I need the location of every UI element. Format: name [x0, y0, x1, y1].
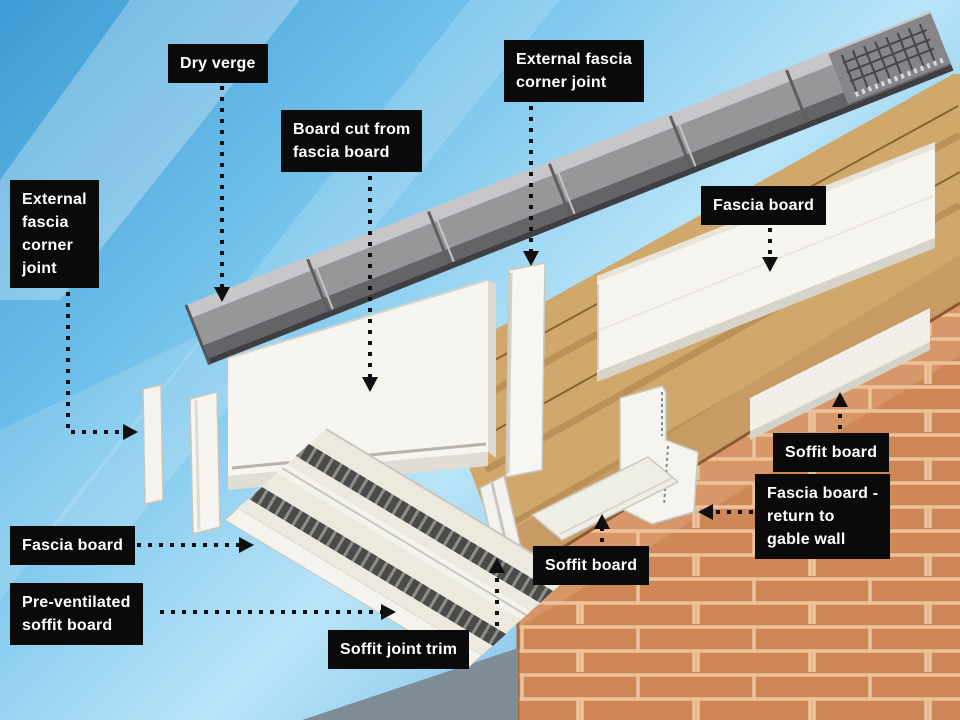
- label-external-fascia-corner-joint-top: External fascia corner joint: [504, 40, 644, 102]
- callout-arrows: [66, 86, 842, 626]
- verge-joint-highlights: [311, 113, 697, 310]
- label-pre-ventilated-soffit-board: Pre-ventilated soffit board: [10, 583, 143, 645]
- label-board-cut-from-fascia-board: Board cut from fascia board: [281, 110, 423, 172]
- label-dry-verge: Dry verge: [168, 44, 268, 83]
- external-fascia-corner-joint-left-illustration: [142, 384, 221, 535]
- label-soffit-joint-trim: Soffit joint trim: [328, 630, 470, 669]
- label-fascia-board-left: Fascia board: [10, 526, 136, 565]
- arrowheads: [123, 251, 848, 620]
- dry-verge-strip: [184, 11, 954, 366]
- soffit-board-right-illustration: [750, 308, 930, 440]
- label-soffit-board-center: Soffit board: [533, 546, 650, 585]
- label-fascia-board-right: Fascia board: [701, 186, 827, 225]
- verge-segment-joints: [306, 69, 809, 312]
- external-fascia-corner-joint-center-illustration: [505, 262, 546, 478]
- label-fascia-board-return: Fascia board - return to gable wall: [755, 474, 891, 559]
- soffit-board-center-illustration: [530, 456, 680, 541]
- label-soffit-board-right: Soffit board: [773, 433, 890, 472]
- verge-end-cap: [828, 13, 951, 104]
- label-external-fascia-corner-joint-left: External fascia corner joint: [10, 180, 99, 288]
